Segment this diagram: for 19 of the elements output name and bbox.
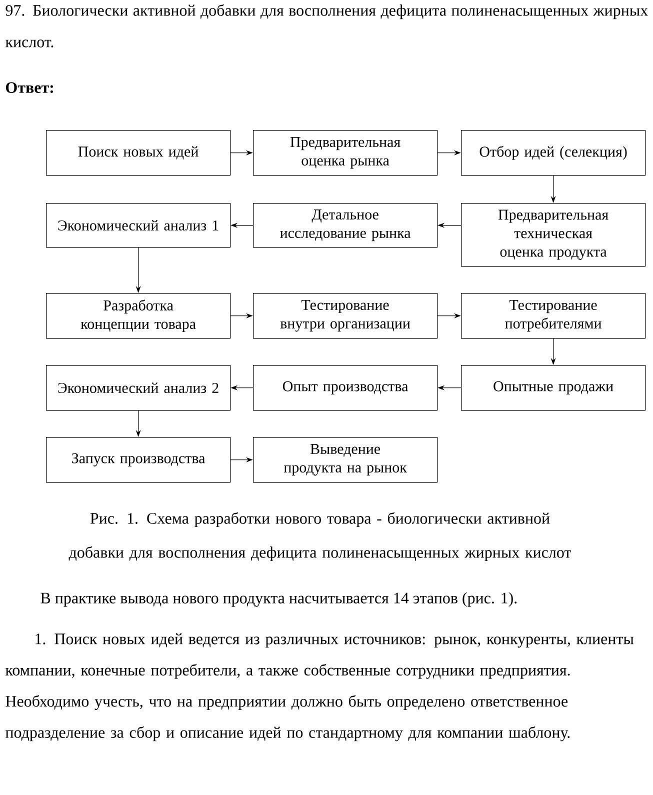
process-box: Отбор идей (селекция)	[461, 130, 646, 176]
figure-caption: Рис. 1. Схема разработки нового товара - биологически активной добавки для восполнения дефицита полиненасыщенных жирных кислот	[68, 512, 571, 562]
process-box: Опыт производства	[253, 365, 438, 411]
process-box: Тестирование потребителями	[461, 293, 646, 339]
paragraph: 1. Поиск новых идей ведется из различных источников: рынок, конкуренты, клиенты компании, конечные потребители, а также собственные сотрудники предприятия. Необходимо учесть, что на предприятии должно быть определено ответственное подразделение за сбор и описание идей по стандартному для компании шаблону.	[5, 633, 634, 742]
process-box: Поиск новых идей	[46, 130, 231, 176]
process-box: Экономический анализ 1	[46, 203, 231, 248]
process-box: Опытные продажи	[461, 365, 646, 411]
process-box: Предварительная техническая оценка продукта	[461, 203, 646, 267]
process-box: Тестирование внутри организации	[253, 293, 438, 339]
process-box: Запуск производства	[46, 437, 231, 483]
paragraph: В практике вывода нового продукта насчитывается 14 этапов (рис. 1).	[40, 592, 517, 607]
process-box: Предварительная оценка рынка	[253, 130, 438, 176]
answer-label: Ответ:	[6, 82, 53, 94]
process-box: Экономический анализ 2	[46, 365, 231, 411]
heading: 97. Биологически активной добавки для восполнения дефицита полиненасыщенных жирных кислот.	[5, 4, 648, 48]
process-box: Выведение продукта на рынок	[253, 437, 438, 483]
process-box: Разработка концепции товара	[46, 293, 231, 339]
process-box: Детальное исследование рынка	[253, 203, 438, 248]
